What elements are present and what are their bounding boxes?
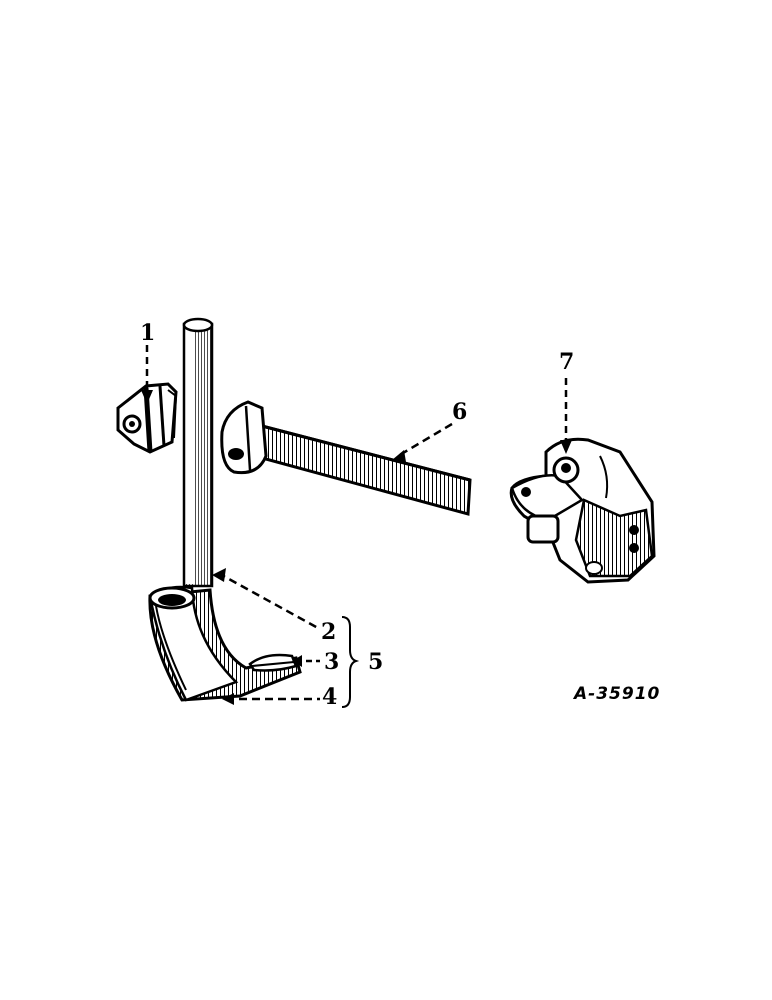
part-1-clamp (116, 382, 178, 454)
arrow-4 (222, 693, 234, 705)
leader-6 (397, 422, 453, 458)
leader-2 (217, 571, 319, 630)
arrow-7 (560, 440, 572, 454)
callout-4: 4 (322, 684, 338, 710)
callout-7: 7 (559, 349, 575, 375)
figure-id: A-35910 (574, 684, 661, 704)
callout-5: 5 (368, 649, 384, 675)
arrow-6 (392, 450, 406, 462)
arrow-1 (141, 390, 153, 404)
part-6-bar (220, 400, 472, 516)
callout-3: 3 (324, 649, 340, 675)
callout-6: 6 (452, 399, 468, 425)
arrowheads (141, 390, 572, 705)
part-4-boot (148, 585, 302, 702)
part-7-bracket (509, 437, 656, 584)
arrow-2 (212, 568, 226, 582)
callout-2: 2 (321, 619, 337, 645)
part-2-tube (182, 317, 214, 588)
callout-1: 1 (140, 320, 156, 346)
arrow-3 (292, 655, 302, 667)
part-3-point (248, 653, 298, 672)
brace-group-5 (341, 616, 360, 708)
leader-lines (145, 345, 568, 701)
